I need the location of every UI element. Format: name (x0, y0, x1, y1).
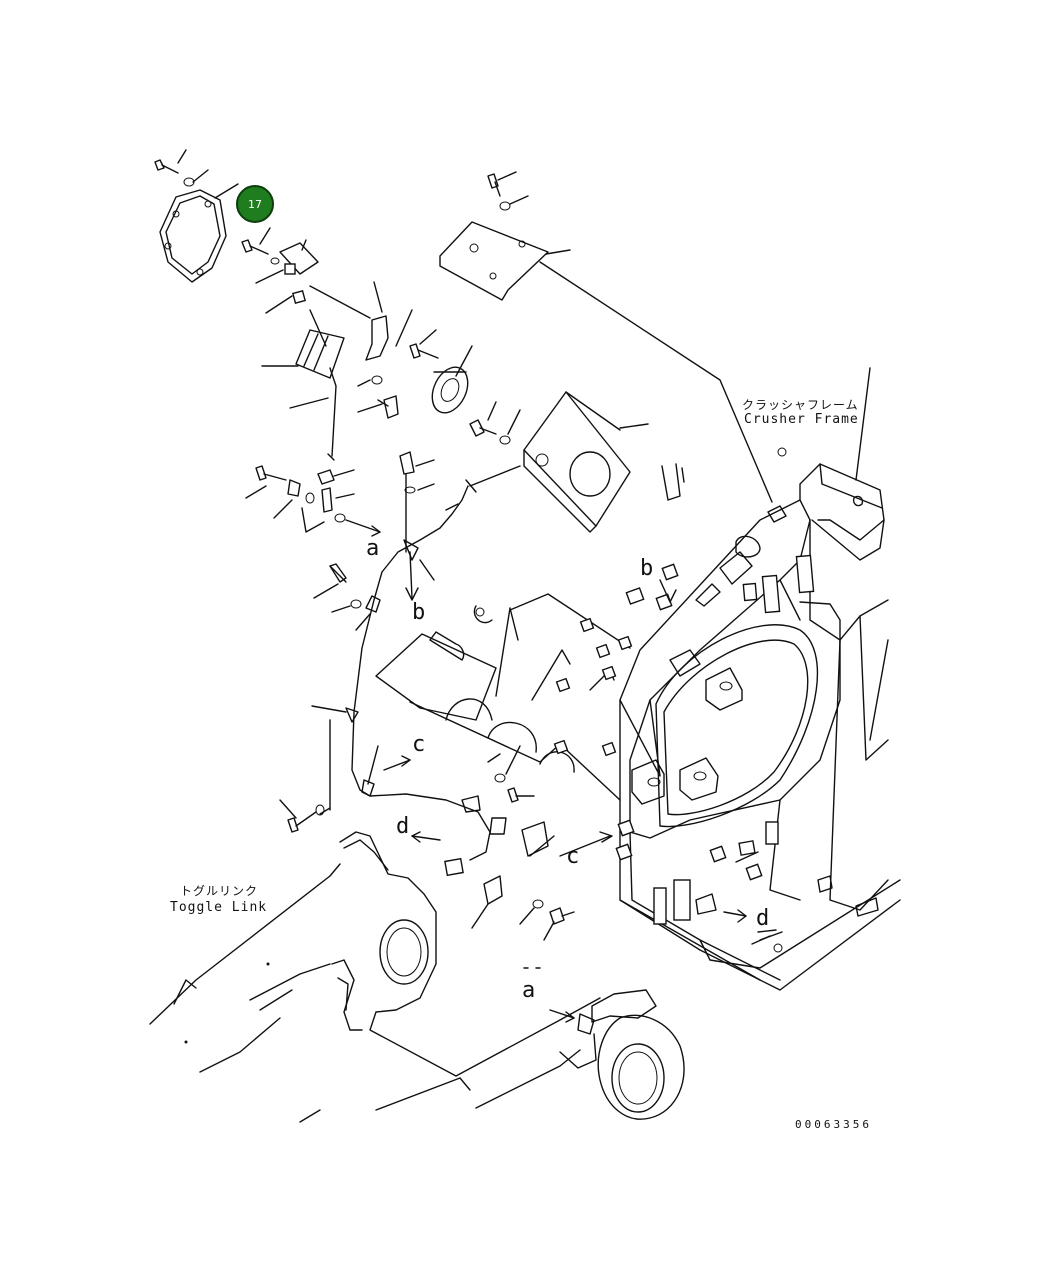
ref-letter-c-right: c (566, 844, 580, 869)
lever-bracket (255, 239, 413, 419)
ref-letter-b-right: b (640, 556, 654, 581)
harness (311, 451, 507, 877)
crusher-frame (559, 367, 901, 991)
ref-letter-a-lower: a (522, 978, 536, 1003)
toggle-link-label-en: Toggle Link (170, 900, 268, 915)
leaders (757, 929, 777, 933)
crusher-frame-label-en: Crusher Frame (744, 412, 859, 427)
actuator-block (261, 309, 345, 461)
toggle-link (149, 831, 685, 1123)
callout-17-badge[interactable]: 17 (236, 185, 274, 223)
ref-letter-d-right: d (756, 906, 770, 931)
ref-letter-c-left: c (412, 732, 426, 757)
toggle-link-label-jp: トグルリンク (180, 884, 259, 898)
bolt-group-top-left (154, 149, 280, 265)
ref-letter-d-left: d (396, 814, 410, 839)
ref-letter-a-upper: a (366, 536, 380, 561)
round-switch (409, 329, 521, 445)
bolt-group-lower-left (245, 465, 575, 941)
drawing-number: 00063356 (795, 1118, 872, 1131)
relay-box (469, 391, 649, 533)
mounting-plate (375, 593, 633, 801)
ref-letter-b-left: b (412, 600, 426, 625)
crusher-frame-label-jp: クラッシャフレーム (742, 398, 859, 412)
cover-plate (159, 189, 227, 283)
top-bracket (439, 171, 773, 503)
